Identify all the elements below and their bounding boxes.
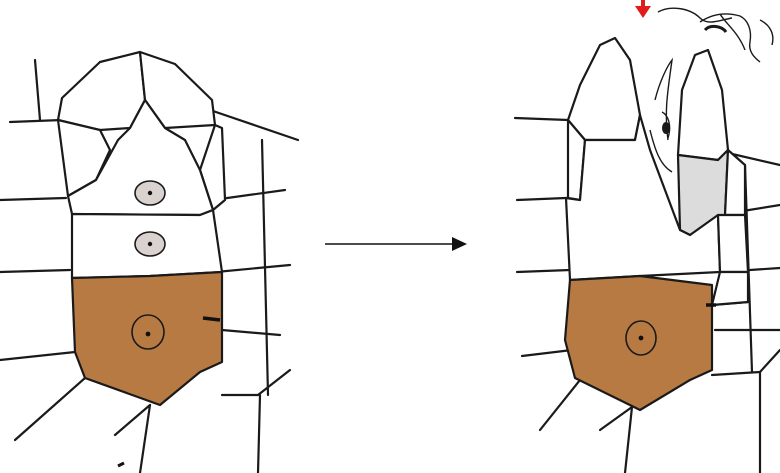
right-side-cell-b: [725, 150, 745, 215]
cilia-strands: [658, 8, 773, 62]
right-tall-cell-left: [568, 38, 640, 140]
left-nucleus-2: [135, 232, 165, 256]
left-panel: [0, 52, 298, 473]
transition-arrow: [325, 237, 467, 251]
right-gap-debris: [650, 60, 672, 172]
right-panel: [515, 0, 780, 473]
red-down-arrow-icon: [635, 0, 651, 18]
right-small-cell-1: [718, 215, 748, 272]
left-nucleus-1: [135, 181, 165, 205]
right-small-cell-2: [712, 272, 748, 305]
right-tall-cell-right: [678, 50, 728, 160]
right-brown-cell: [565, 276, 712, 410]
left-notch-mark: [203, 318, 220, 320]
left-top-cell-1: [58, 52, 145, 130]
left-brown-cell: [72, 272, 222, 405]
left-bottom-mark: [118, 463, 124, 466]
